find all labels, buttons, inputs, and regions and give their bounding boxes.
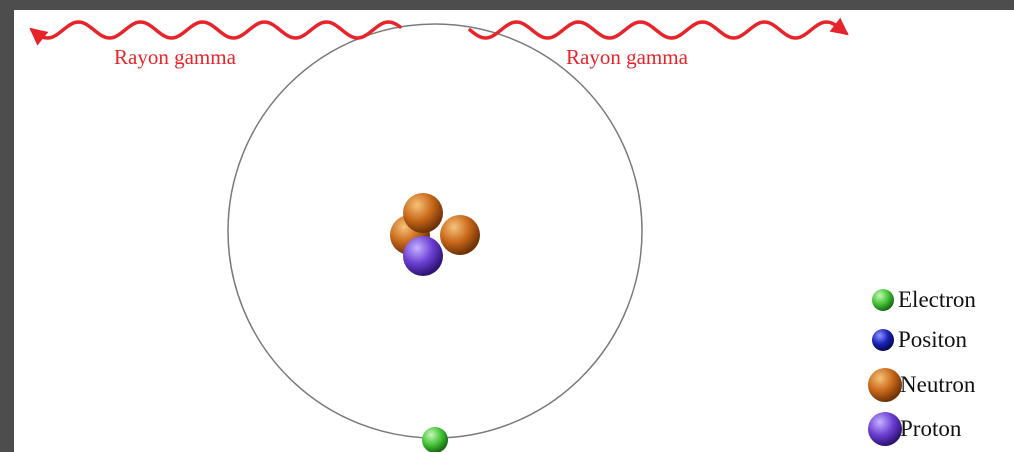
proton-particle bbox=[403, 236, 443, 276]
neutron-particle bbox=[403, 193, 443, 233]
gamma-ray-left bbox=[29, 20, 402, 46]
legend-item-positon: Positon bbox=[898, 320, 967, 360]
legend-item-proton: Proton bbox=[900, 409, 961, 449]
legend-proton-icon bbox=[868, 412, 902, 446]
legend-item-electron: Electron bbox=[898, 280, 976, 320]
legend-neutron-icon bbox=[868, 368, 902, 402]
legend-label: Proton bbox=[900, 416, 962, 441]
diagram-svg bbox=[29, 17, 902, 452]
legend-item-neutron: Neutron bbox=[900, 365, 975, 405]
legend-electron-icon bbox=[872, 289, 894, 311]
legend-label: Electron bbox=[898, 287, 976, 312]
electron-particle bbox=[422, 427, 448, 452]
legend-positon-icon bbox=[872, 329, 894, 351]
diagram-canvas: Rayon gamma Rayon gamma Electron Positon… bbox=[14, 10, 1014, 452]
neutron-particle bbox=[440, 215, 480, 255]
legend-label: Neutron bbox=[900, 372, 976, 397]
nucleus bbox=[390, 193, 480, 276]
gamma-ray-label-right: Rayon gamma bbox=[566, 45, 688, 69]
gamma-ray-label-left: Rayon gamma bbox=[114, 45, 236, 69]
legend-label: Positon bbox=[898, 327, 968, 352]
electron-orbit bbox=[227, 23, 643, 439]
gamma-ray-right bbox=[468, 17, 849, 40]
